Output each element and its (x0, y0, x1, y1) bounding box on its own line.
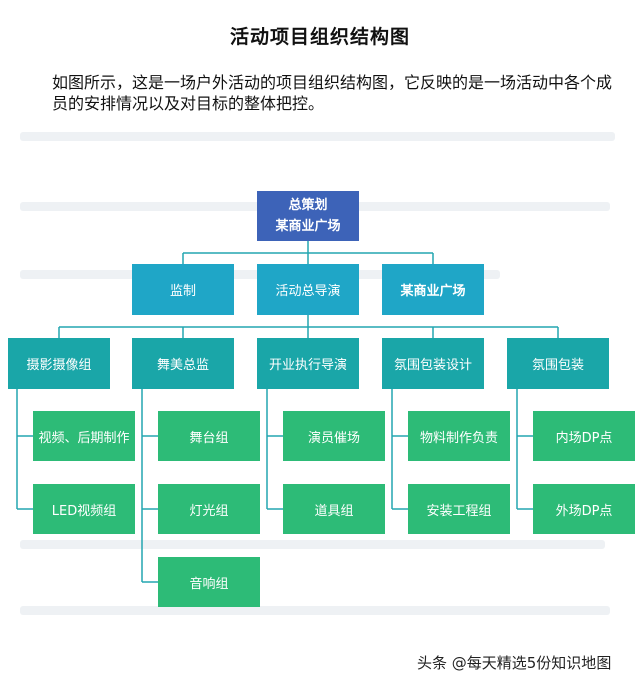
org-node-audio-group: 音响组 (158, 557, 260, 607)
org-node-outdoor-dp: 外场DP点 (533, 484, 635, 534)
watermark-text: 头条 @每天精选5份知识地图 (417, 654, 612, 672)
org-node-stage-director: 舞美总监 (132, 338, 234, 389)
org-node-supervisor: 监制 (132, 264, 234, 315)
org-node-opening-director: 开业执行导演 (257, 338, 359, 389)
org-node-video-post: 视频、后期制作 (33, 411, 135, 461)
org-node-photo-group: 摄影摄像组 (8, 338, 110, 389)
org-node-stage-group: 舞台组 (158, 411, 260, 461)
page-title: 活动项目组织结构图 (229, 26, 410, 48)
org-node-root: 总策划 某商业广场 (257, 191, 359, 241)
org-node-mall: 某商业广场 (382, 264, 484, 315)
background-line (20, 606, 610, 615)
org-node-actor-call: 演员催场 (283, 411, 385, 461)
org-node-props-group: 道具组 (283, 484, 385, 534)
root-title: 总策划 (288, 198, 328, 213)
org-node-atmosphere-decor: 氛围包装 (507, 338, 609, 389)
root-subtitle: 某商业广场 (275, 219, 341, 234)
org-node-lighting-group: 灯光组 (158, 484, 260, 534)
background-line (20, 132, 615, 141)
org-node-led-video: LED视频组 (33, 484, 135, 534)
org-node-materials: 物料制作负责 (408, 411, 510, 461)
description-text: 如图所示，这是一场户外活动的项目组织结构图，它反映的是一场活动中各个成员的安排情… (52, 73, 613, 113)
org-node-indoor-dp: 内场DP点 (533, 411, 635, 461)
background-line (20, 540, 605, 549)
org-node-installation: 安装工程组 (408, 484, 510, 534)
org-node-event-director: 活动总导演 (257, 264, 359, 315)
org-node-atmosphere-design: 氛围包装设计 (382, 338, 484, 389)
